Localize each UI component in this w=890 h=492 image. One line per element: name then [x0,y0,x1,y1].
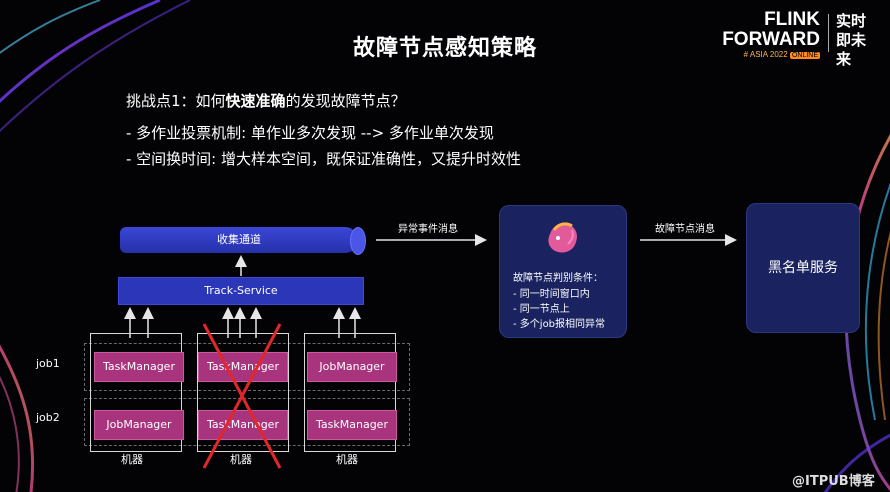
machine-3 [304,333,396,452]
machine-1 [90,333,182,452]
row-label-job2: job2 [36,411,60,424]
brand-line3: # ASIA 2022 ONLINE [722,50,820,61]
machine-1-bottom-manager: JobManager [94,410,184,440]
judge-condition-3: - 多个job报相同异常 [513,319,606,330]
machine-1-label: 机器 [121,453,143,466]
judge-title: 故障节点判别条件： [513,273,603,284]
collect-channel: 收集通道 [120,227,358,253]
row-label-job1: job1 [36,357,60,370]
fault-judge-panel [499,205,627,338]
page-title: 故障节点感知策略 [352,36,537,61]
machine-2 [197,333,289,452]
question-prefix: 挑战点1：如何 [126,92,226,110]
brand-logo: FLINK FORWARD # ASIA 2022 ONLINE [722,10,820,61]
faulty-node-cross-icon [202,323,282,469]
brand-year: # ASIA 2022 [743,50,788,59]
machine-3-bottom-manager: TaskManager [307,410,397,440]
flink-squirrel-icon [548,222,578,253]
job2-row [84,398,410,446]
machine-3-label: 机器 [336,453,358,466]
blacklist-service: 黑名单服务 [746,203,860,333]
watermark: @ITPUB博客 [792,474,875,489]
brand-slogan: 实时即未来 [836,12,867,68]
challenge-question: 挑战点1：如何快速准确的发现故障节点？ [126,90,406,111]
arrow-label-abnormal-event: 异常事件消息 [398,224,458,235]
bullet-voting: - 多作业投票机制: 单作业多次发现 --> 多作业单次发现 [126,124,494,142]
machine-2-label: 机器 [230,453,252,466]
brand-divider [828,14,829,52]
brand-line2: FORWARD [722,29,820,50]
machine-2-top-manager: TaskManager [198,352,288,382]
judge-condition-1: - 同一时间窗口内 [513,289,590,300]
judge-condition-2: - 同一节点上 [513,304,570,315]
question-suffix: 的发现故障节点？ [285,92,406,110]
machine-1-top-manager: TaskManager [94,352,184,382]
brand-line1: FLINK [764,9,820,30]
machine-3-top-manager: JobManager [307,352,397,382]
bullet-space-time: - 空间换时间: 增大样本空间，既保证准确性，又提升时效性 [126,150,522,168]
job1-row [84,343,410,391]
track-service: Track-Service [118,277,364,305]
arrow-label-fault-node: 故障节点消息 [655,224,715,235]
question-bold: 快速准确 [225,92,286,110]
brand-badge: ONLINE [789,52,820,59]
collect-channel-end [350,227,366,255]
